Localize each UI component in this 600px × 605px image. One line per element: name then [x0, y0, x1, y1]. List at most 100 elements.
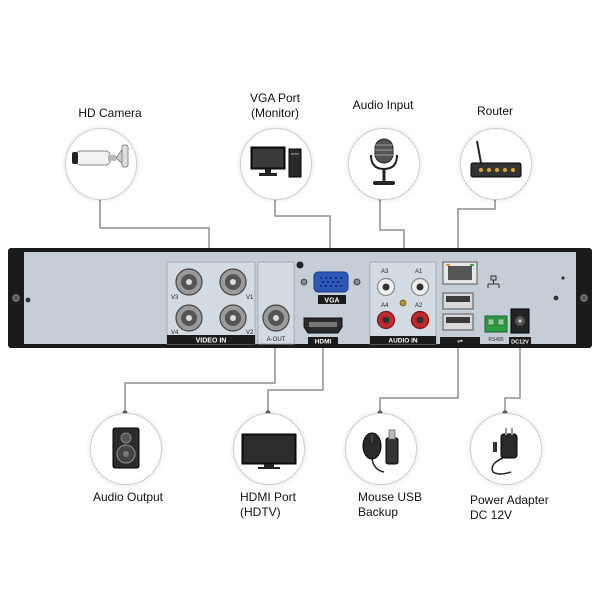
router-label-line-1: Router	[476, 104, 514, 118]
power-adapter-label-line-2: DC 12V	[470, 508, 513, 522]
hd-camera-circle	[65, 128, 137, 200]
vga-label-bar	[318, 295, 346, 304]
tv-icon	[241, 433, 297, 469]
vga-screw-right	[353, 278, 361, 286]
router-label: Router	[445, 104, 545, 119]
microphone-icon	[370, 138, 398, 185]
bnc-connectors	[175, 268, 247, 332]
aout-label: A-OUT	[267, 337, 286, 343]
mouse-usb-label-line-1: Mouse USB	[358, 490, 423, 504]
audio-output-label: Audio Output	[78, 490, 178, 505]
screw-small-right	[561, 276, 565, 280]
line-audio-output	[124, 330, 276, 413]
rj45-inner	[448, 266, 472, 280]
rca-a1	[410, 277, 430, 297]
ground-screw	[399, 299, 407, 307]
terminal-label: RS485	[488, 337, 504, 343]
usb-symbol: ⇌	[457, 339, 463, 346]
line-vga	[274, 198, 331, 272]
usb-port-bottom-inner	[446, 317, 470, 323]
hdmi-port-circle	[233, 413, 305, 485]
vga-port-label-line-2: (Monitor)	[250, 106, 299, 120]
hd-camera-label: HD Camera	[60, 106, 160, 121]
dc-label-bar	[509, 337, 531, 345]
label-v1: V1	[246, 295, 254, 301]
video-in-label: VIDEO IN	[196, 338, 227, 345]
line-mouse-usb	[379, 345, 459, 413]
hd-camera-label-line-1: HD Camera	[78, 106, 142, 120]
aout-connector	[262, 304, 290, 332]
hdmi-label: HDMI	[315, 339, 332, 346]
mouse-usb-label: Mouse USB Backup	[358, 490, 458, 520]
dc-label: DC12V	[511, 340, 529, 346]
label-a3: A3	[381, 269, 389, 275]
usb-label-bar	[440, 337, 480, 345]
router-circle	[460, 128, 532, 200]
audio-output-label-line-1: Audio Output	[92, 490, 164, 504]
vga-port-label-line-1: VGA Port	[249, 91, 301, 105]
screw-top	[296, 261, 304, 269]
audio-in-label-bar	[370, 336, 436, 344]
vga-port-circle	[240, 128, 312, 200]
camera-icon	[72, 144, 129, 168]
label-v4: V4	[171, 330, 179, 336]
rca-a3	[376, 277, 396, 297]
audio-input-label-line-1: Audio Input	[352, 98, 414, 112]
power-adapter-icon	[491, 428, 518, 475]
bnc-v1	[219, 268, 247, 296]
bnc-v4	[175, 304, 203, 332]
line-hdmi	[267, 345, 324, 413]
screw-panel-right	[553, 295, 559, 301]
hdmi-port-label-line-1: HDMI Port	[240, 490, 297, 504]
label-a4: A4	[381, 303, 389, 309]
screw-right	[580, 294, 588, 302]
line-hd-camera	[99, 198, 210, 262]
audio-input-circle	[348, 128, 420, 200]
power-adapter-label: Power Adapter DC 12V	[470, 493, 580, 523]
line-power	[504, 345, 521, 413]
hdmi-port-label: HDMI Port (HDTV)	[240, 490, 340, 520]
audio-output-circle	[90, 413, 162, 485]
speaker-icon	[112, 427, 140, 469]
label-v3: V3	[171, 295, 179, 301]
label-a1: A1	[415, 269, 423, 275]
mouse-usb-icon	[362, 429, 399, 473]
connector-lines	[99, 198, 521, 413]
usb-port-top-inner	[446, 296, 470, 302]
screw-panel-left	[25, 297, 31, 303]
vga-port	[313, 271, 349, 293]
rj45-led-right	[470, 264, 474, 266]
rj45-led-left	[446, 264, 450, 266]
dvr-rear-panel: V3 V1 V4 V2 VIDEO IN A-OUT	[8, 248, 592, 348]
hdmi-inner	[309, 322, 337, 327]
mouse-usb-circle	[345, 413, 417, 485]
terminal-screw-2	[497, 318, 505, 326]
line-router	[457, 198, 496, 262]
network-symbol	[487, 275, 500, 288]
vga-label: VGA	[324, 298, 339, 305]
terminal-screw-1	[487, 318, 495, 326]
power-adapter-label-line-1: Power Adapter	[470, 493, 549, 507]
label-v2: V2	[246, 330, 254, 336]
vga-screw-left	[300, 278, 308, 286]
mouse-usb-label-line-2: Backup	[358, 505, 399, 519]
hdmi-port-label-line-2: (HDTV)	[240, 505, 281, 519]
bnc-v3	[175, 268, 203, 296]
label-a2: A2	[415, 303, 423, 309]
vga-port-label: VGA Port (Monitor)	[225, 91, 325, 121]
router-icon	[470, 140, 522, 178]
aout-block	[257, 261, 295, 345]
audio-input-label: Audio Input	[333, 98, 433, 113]
video-in-label-bar	[167, 335, 255, 344]
vga-pins	[320, 277, 342, 287]
dc-jack-pin	[518, 319, 522, 323]
monitor-icon	[250, 146, 302, 178]
power-adapter-circle	[470, 413, 542, 485]
hdmi-label-bar	[308, 337, 338, 345]
bnc-v2	[219, 304, 247, 332]
rca-a2	[410, 310, 430, 330]
screw-left	[12, 294, 20, 302]
rca-a4	[376, 310, 396, 330]
